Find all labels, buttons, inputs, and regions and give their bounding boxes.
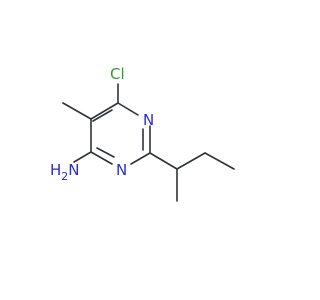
amine-nitrogen-label: N <box>68 161 79 179</box>
atom-chlorine-label: Cl <box>110 65 125 83</box>
bond-c2-n3 <box>130 152 151 165</box>
bond-ch2-ch3 <box>204 152 235 170</box>
bond-c2-ch <box>149 152 178 170</box>
amine-group-label: H2N <box>50 161 80 183</box>
bond-n3-c4 <box>90 151 113 165</box>
molecule-canvas: Cl N N H2N <box>50 65 235 202</box>
bond-ch-ch2 <box>176 152 206 170</box>
bond-c4-nh2 <box>73 151 92 163</box>
amine-hydrogen-label: H <box>50 161 61 179</box>
bond-n3-c4-second <box>96 147 115 158</box>
bond-c5-methyl <box>62 102 92 120</box>
amine-hydrogen-count: 2 <box>61 170 68 183</box>
bond-c6-c5 <box>90 102 119 120</box>
structure-diagram: Cl N N H2N <box>50 65 235 202</box>
atom-nitrogen-top-label: N <box>143 111 154 129</box>
atom-labels: Cl N N H2N <box>50 65 154 183</box>
atom-nitrogen-bottom-label: N <box>116 161 127 179</box>
bond-c6-n1 <box>117 102 139 116</box>
bond-c6-c5-second <box>92 109 113 122</box>
bonds <box>62 83 235 202</box>
